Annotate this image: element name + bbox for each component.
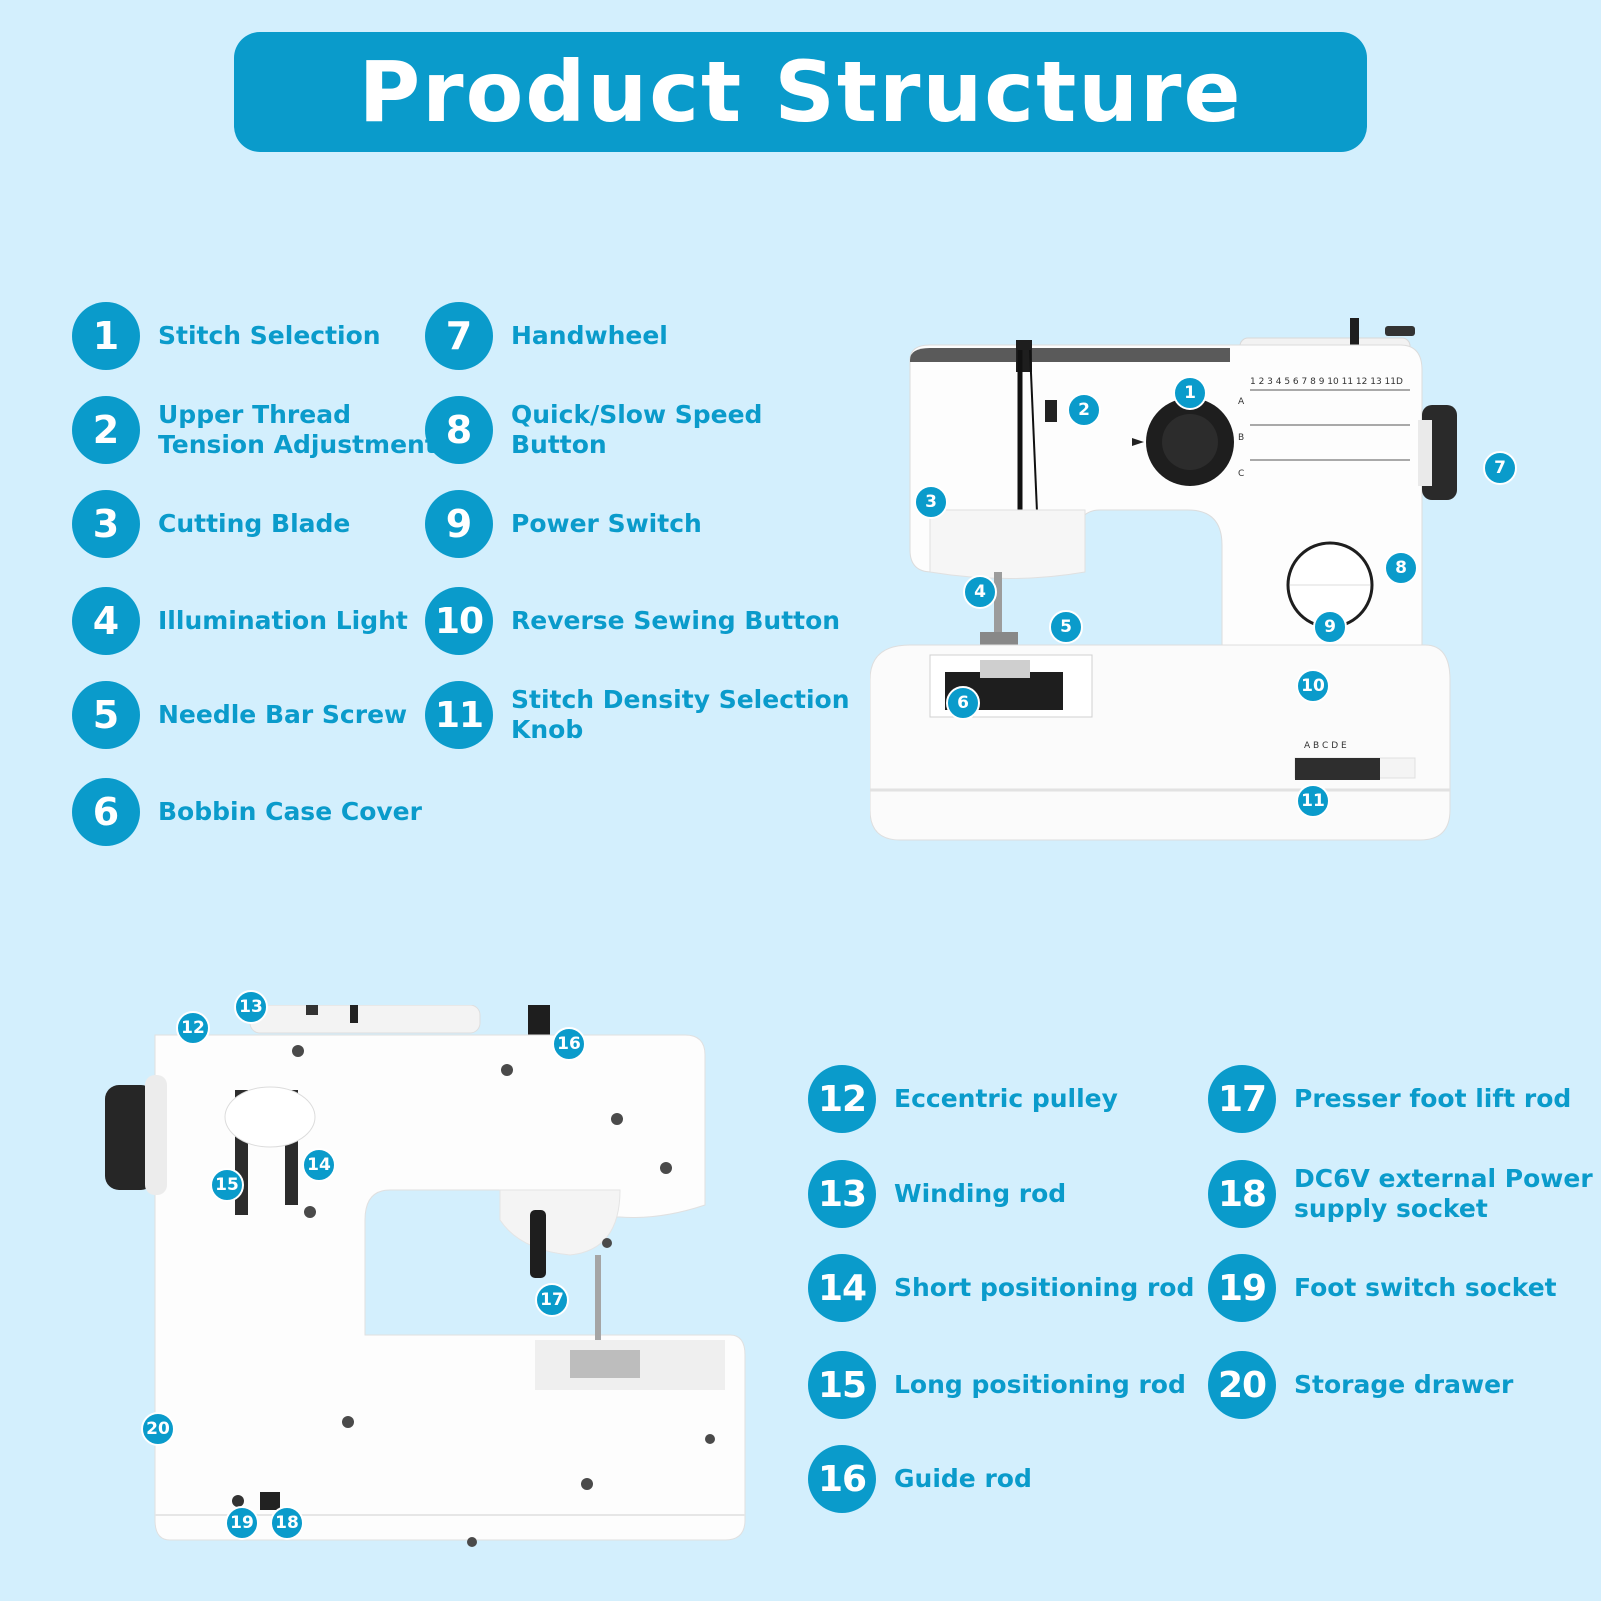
callout-19: 19 (225, 1506, 259, 1540)
title-banner: Product Structure (234, 32, 1367, 152)
legend-label: Winding rod (894, 1179, 1067, 1208)
legend-label: Cutting Blade (158, 509, 351, 538)
legend-label: Needle Bar Screw (158, 700, 408, 729)
legend-label: Quick/Slow Speed Button (511, 400, 763, 459)
legend-number: 7 (425, 302, 493, 370)
legend-number: 3 (72, 490, 140, 558)
legend-item: 13 Winding rod (808, 1160, 1066, 1228)
legend-label: Bobbin Case Cover (158, 797, 422, 826)
legend-label: Reverse Sewing Button (511, 606, 841, 635)
legend-item: 14 Short positioning rod (808, 1254, 1194, 1322)
legend-label: Presser foot lift rod (1294, 1084, 1572, 1113)
legend-number: 2 (72, 396, 140, 464)
legend-item: 15 Long positioning rod (808, 1351, 1186, 1419)
callout-13: 13 (234, 990, 268, 1024)
legend-label: Upper Thread Tension Adjustment (158, 400, 437, 459)
svg-text:1 2 3 4 5 6 7 8 9 10 11 12 13: 1 2 3 4 5 6 7 8 9 10 11 12 13 11D (1250, 377, 1403, 387)
callout-12: 12 (176, 1011, 210, 1045)
legend-label: DC6V external Power supply socket (1294, 1164, 1593, 1223)
legend-number: 14 (808, 1254, 876, 1322)
callout-15: 15 (210, 1168, 244, 1202)
legend-number: 18 (1208, 1160, 1276, 1228)
legend-number: 17 (1208, 1065, 1276, 1133)
legend-number: 20 (1208, 1351, 1276, 1419)
legend-item: 8 Quick/Slow Speed Button (425, 396, 762, 464)
legend-item: 5 Needle Bar Screw (72, 681, 407, 749)
legend-item: 6 Bobbin Case Cover (72, 778, 422, 846)
legend-label: Stitch Density Selection Knob (511, 685, 850, 744)
callout-2: 2 (1067, 393, 1101, 427)
legend-number: 5 (72, 681, 140, 749)
callout-16: 16 (552, 1027, 586, 1061)
callout-9: 9 (1313, 610, 1347, 644)
legend-label: Stitch Selection (158, 321, 381, 350)
legend-label: Illumination Light (158, 606, 408, 635)
legend-label: Eccentric pulley (894, 1084, 1118, 1113)
legend-item: 19 Foot switch socket (1208, 1254, 1557, 1322)
legend-number: 9 (425, 490, 493, 558)
legend-item: 11 Stitch Density Selection Knob (425, 681, 850, 749)
legend-number: 8 (425, 396, 493, 464)
legend-item: 17 Presser foot lift rod (1208, 1065, 1571, 1133)
callout-14: 14 (302, 1148, 336, 1182)
legend-number: 11 (425, 681, 493, 749)
legend-item: 2 Upper Thread Tension Adjustment (72, 396, 437, 464)
legend-item: 12 Eccentric pulley (808, 1065, 1118, 1133)
callout-20: 20 (141, 1412, 175, 1446)
callout-1: 1 (1173, 376, 1207, 410)
callout-3: 3 (914, 485, 948, 519)
legend-number: 12 (808, 1065, 876, 1133)
legend-number: 6 (72, 778, 140, 846)
page-title: Product Structure (358, 43, 1243, 141)
callout-5: 5 (1049, 610, 1083, 644)
callout-11: 11 (1296, 784, 1330, 818)
legend-item: 9 Power Switch (425, 490, 702, 558)
sewing-machine-rear-view (105, 1005, 746, 1547)
legend-label: Guide rod (894, 1464, 1032, 1493)
callout-17: 17 (535, 1283, 569, 1317)
legend-number: 13 (808, 1160, 876, 1228)
legend-number: 15 (808, 1351, 876, 1419)
legend-label: Handwheel (511, 321, 668, 350)
legend-item: 16 Guide rod (808, 1445, 1032, 1513)
svg-text:A B C D E: A B C D E (1304, 741, 1347, 751)
legend-label: Short positioning rod (894, 1273, 1195, 1302)
legend-label: Power Switch (511, 509, 702, 538)
legend-item: 7 Handwheel (425, 302, 668, 370)
legend-number: 19 (1208, 1254, 1276, 1322)
legend-label: Foot switch socket (1294, 1273, 1557, 1302)
svg-text:A: A (1238, 397, 1245, 407)
callout-6: 6 (946, 686, 980, 720)
callout-7: 7 (1483, 451, 1517, 485)
legend-item: 4 Illumination Light (72, 587, 408, 655)
legend-item: 10 Reverse Sewing Button (425, 587, 840, 655)
callout-8: 8 (1384, 551, 1418, 585)
callout-4: 4 (963, 575, 997, 609)
legend-number: 16 (808, 1445, 876, 1513)
legend-number: 10 (425, 587, 493, 655)
legend-label: Long positioning rod (894, 1370, 1186, 1399)
legend-number: 4 (72, 587, 140, 655)
legend-label: Storage drawer (1294, 1370, 1514, 1399)
callout-18: 18 (270, 1506, 304, 1540)
svg-text:C: C (1238, 469, 1244, 479)
svg-text:B: B (1238, 433, 1244, 443)
legend-item: 18 DC6V external Power supply socket (1208, 1160, 1593, 1228)
legend-item: 20 Storage drawer (1208, 1351, 1513, 1419)
legend-item: 3 Cutting Blade (72, 490, 350, 558)
legend-number: 1 (72, 302, 140, 370)
callout-10: 10 (1296, 669, 1330, 703)
legend-item: 1 Stitch Selection (72, 302, 381, 370)
